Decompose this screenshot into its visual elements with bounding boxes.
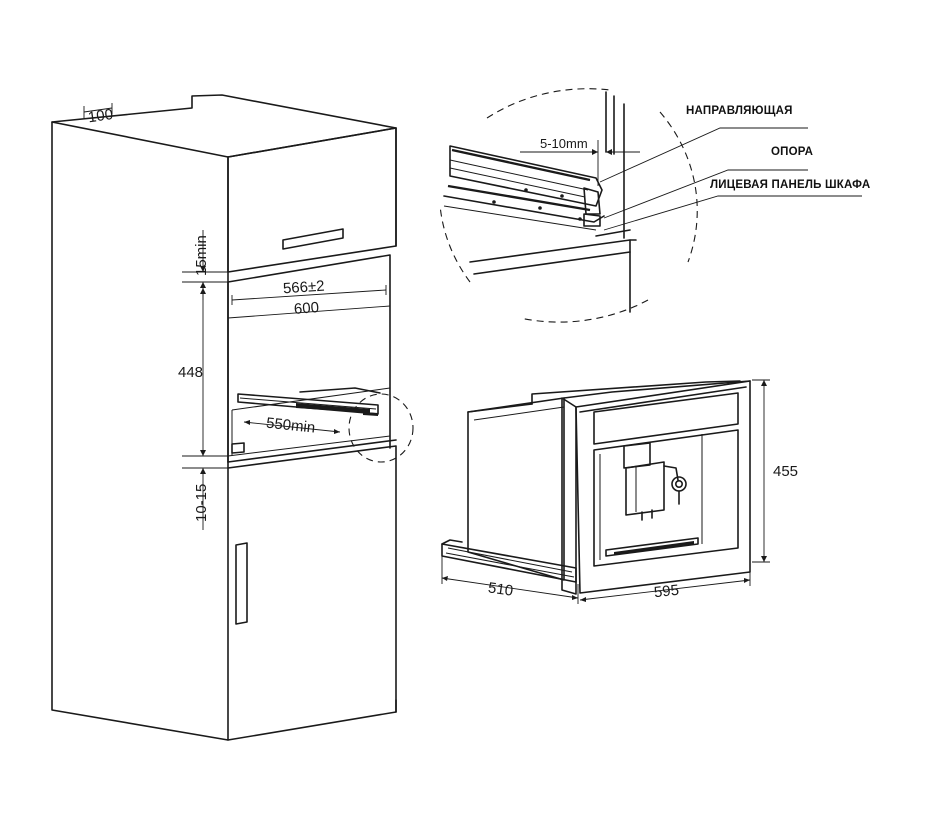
niche-rail <box>231 387 381 454</box>
label-support: ОПОРА <box>771 146 813 158</box>
dim-shelf-depth: 550min <box>265 415 316 437</box>
dim-rail-offset: 5-10mm <box>540 136 588 151</box>
label-guide: НАПРАВЛЯЮЩАЯ <box>686 105 793 117</box>
detail-circle-small <box>348 393 414 463</box>
dim-outer-width: 600 <box>293 299 319 318</box>
dim-gap-above: 15min <box>193 235 210 276</box>
label-front-panel: ЛИЦЕВАЯ ПАНЕЛЬ ШКАФА <box>710 179 870 191</box>
dim-machine-depth: 510 <box>487 579 514 599</box>
detail-view <box>439 88 862 323</box>
dim-gap-below: 10-15 <box>193 484 210 522</box>
dim-machine-height: 455 <box>773 463 798 480</box>
cabinet-dimension-lines <box>83 103 391 530</box>
coffee-machine <box>441 380 751 595</box>
dim-niche-height: 448 <box>178 364 203 381</box>
dim-inner-width: 566±2 <box>282 278 325 298</box>
cabinet <box>51 94 397 741</box>
machine-dimension-lines <box>441 379 770 604</box>
dim-machine-width: 595 <box>653 582 680 602</box>
dim-top-gap: 100 <box>87 106 114 126</box>
